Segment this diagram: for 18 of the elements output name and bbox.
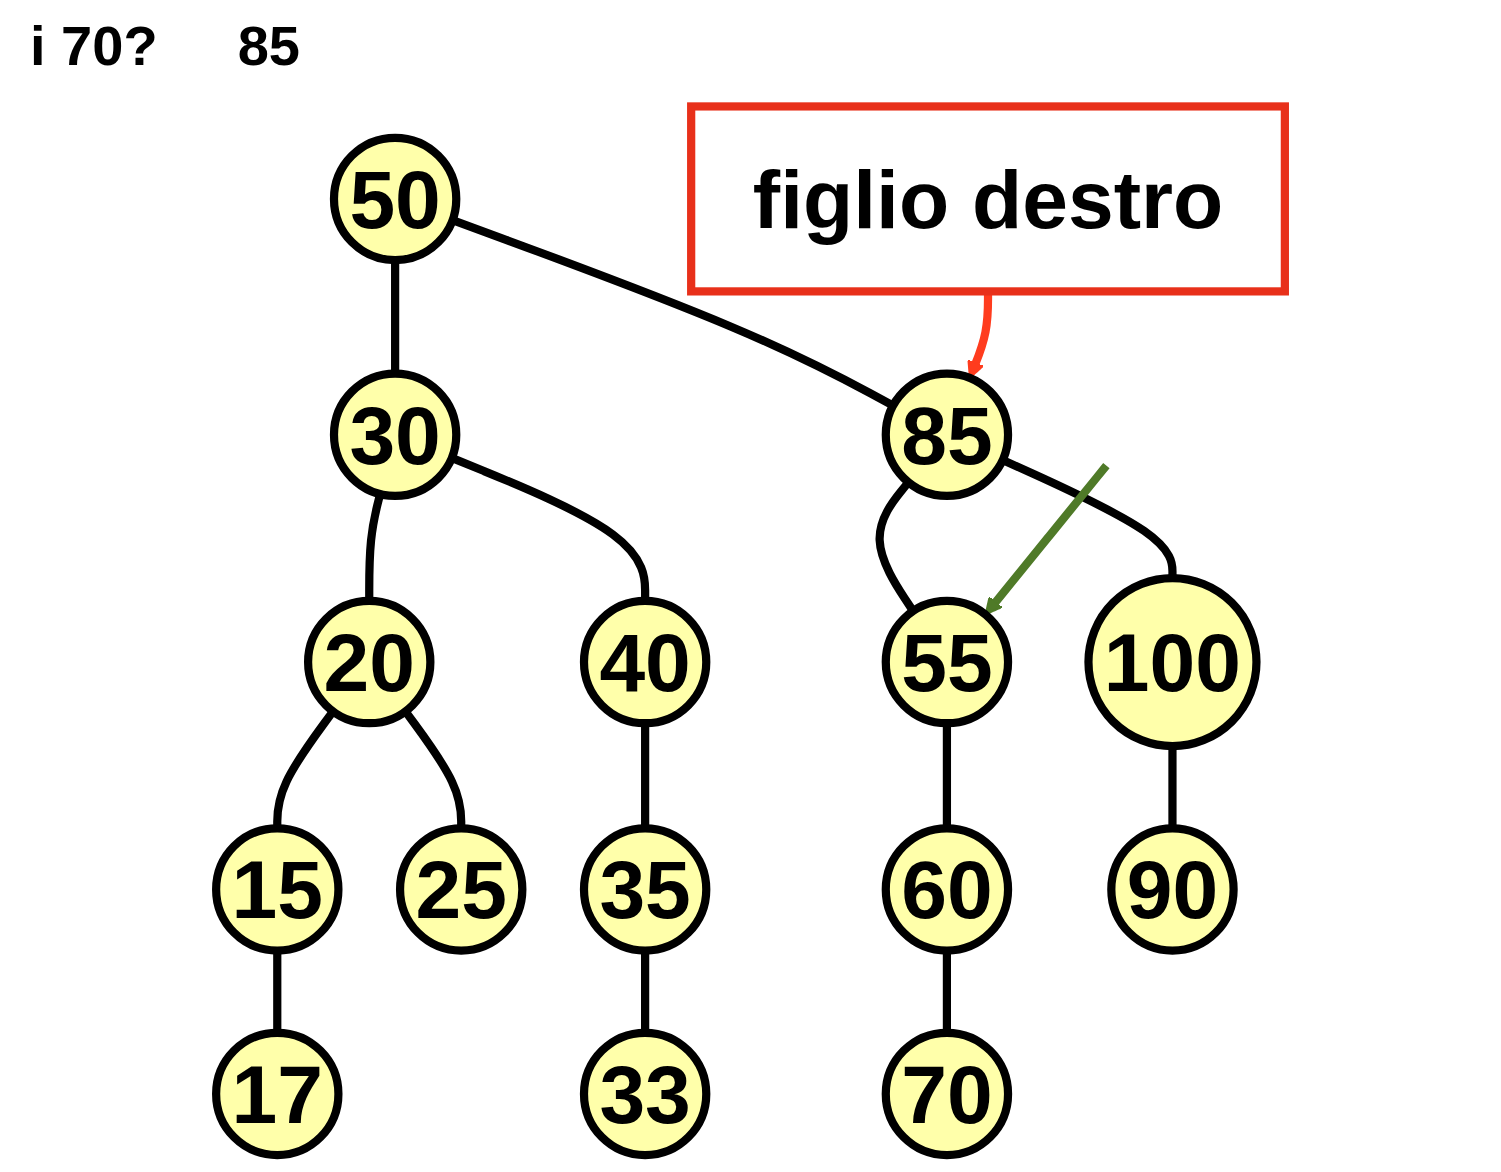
tree-node: 60: [881, 824, 1013, 955]
heading-text: i 70?: [30, 12, 158, 78]
tree-node: 17: [212, 1028, 343, 1160]
note-box: figlio destro: [687, 102, 1289, 296]
tree-node: 70: [881, 1028, 1013, 1160]
tree-node: 30: [329, 369, 461, 500]
tree-node: 90: [1107, 824, 1238, 955]
tree-node: 35: [579, 824, 711, 955]
tree-node: 40: [579, 596, 711, 728]
tree-node: 100: [1084, 573, 1261, 751]
tree-node: 25: [395, 824, 527, 955]
tree-node: 50: [329, 133, 461, 265]
tree-node: 33: [579, 1028, 711, 1160]
tree-node: 20: [304, 596, 435, 728]
heading-text: 85: [237, 12, 300, 78]
tree-node: 85: [881, 369, 1013, 500]
tree-node: 55: [881, 596, 1013, 728]
tree-node: 15: [212, 824, 343, 955]
